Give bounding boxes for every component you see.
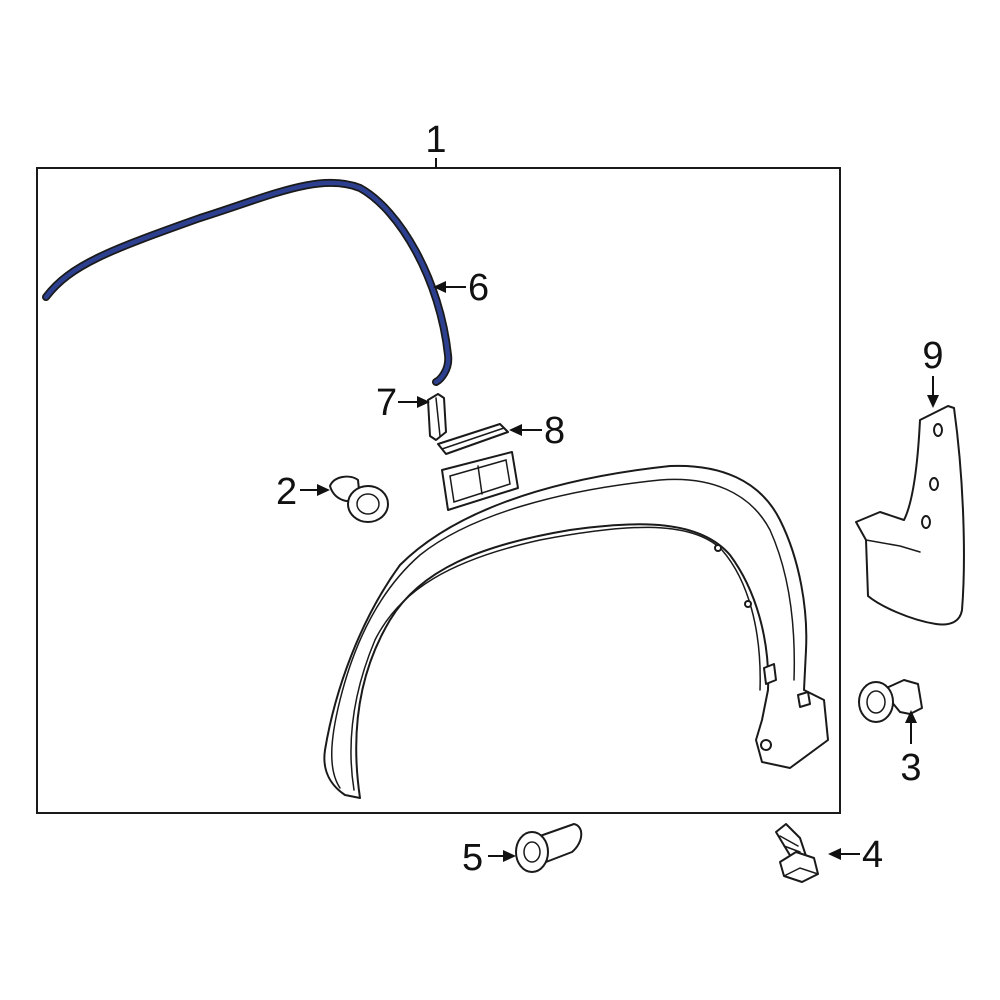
part-7-clip[interactable] xyxy=(427,393,447,441)
callout-2: 2 xyxy=(276,471,330,513)
callout-4: 4 xyxy=(828,834,883,876)
callout-3: 3 xyxy=(900,710,922,789)
bracket-block xyxy=(441,451,519,511)
part-3-retainer[interactable] xyxy=(858,679,923,723)
part-9-mud-flap[interactable] xyxy=(855,405,965,626)
part-5-push-rivet[interactable] xyxy=(515,823,583,873)
callout-8: 8 xyxy=(509,410,565,452)
callout-7: 7 xyxy=(376,382,430,424)
callout-3-label[interactable]: 3 xyxy=(900,747,921,789)
part-4-screw[interactable] xyxy=(775,823,819,883)
part-2-push-clip[interactable] xyxy=(329,475,389,523)
callout-7-label[interactable]: 7 xyxy=(376,382,397,424)
callout-5-label[interactable]: 5 xyxy=(462,837,483,879)
callout-9-label[interactable]: 9 xyxy=(922,335,943,377)
callout-6-label[interactable]: 6 xyxy=(468,267,489,309)
assembly-frame xyxy=(36,167,841,814)
callout-9: 9 xyxy=(922,335,944,408)
part-fender-flare[interactable] xyxy=(323,464,829,799)
callout-4-label[interactable]: 4 xyxy=(862,834,883,876)
part-6-molding[interactable] xyxy=(42,178,453,386)
callout-8-label[interactable]: 8 xyxy=(544,410,565,452)
part-8-tape[interactable] xyxy=(437,423,509,455)
callout-1-label[interactable]: 1 xyxy=(425,119,446,161)
callout-2-label[interactable]: 2 xyxy=(276,471,297,513)
callout-5: 5 xyxy=(462,837,516,879)
callout-6: 6 xyxy=(433,267,489,309)
